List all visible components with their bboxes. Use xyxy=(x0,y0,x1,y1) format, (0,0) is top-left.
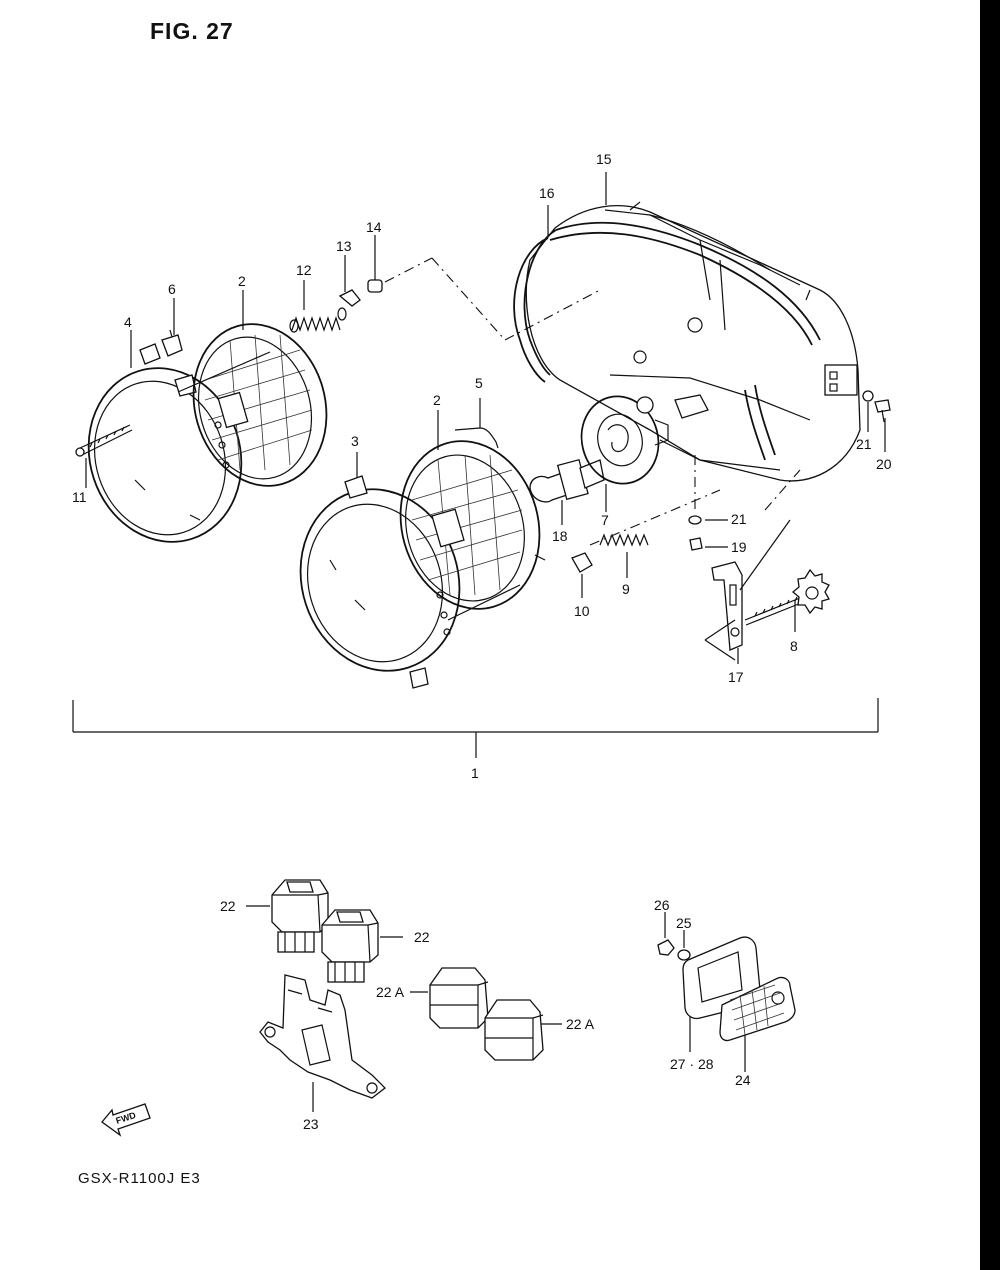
leader-lines xyxy=(72,172,886,1112)
callout-8: 8 xyxy=(790,638,798,654)
screw-6 xyxy=(161,329,183,357)
callout-26: 26 xyxy=(654,897,670,913)
callout-20: 20 xyxy=(876,456,892,472)
fwd-arrow-icon: FWD xyxy=(101,1103,151,1137)
model-label: GSX-R1100J E3 xyxy=(78,1170,201,1187)
bolt-19 xyxy=(689,537,703,551)
callout-11: 11 xyxy=(72,489,87,505)
callout-12: 12 xyxy=(296,262,312,278)
callout-2a: 2 xyxy=(238,273,246,289)
bolt-20 xyxy=(874,399,891,423)
spring-12 xyxy=(289,307,347,333)
callout-9: 9 xyxy=(622,581,630,597)
nut-14 xyxy=(367,279,383,293)
callout-14: 14 xyxy=(366,219,382,235)
callout-13: 13 xyxy=(336,238,352,254)
bulb-socket xyxy=(580,395,669,485)
relay-22a-left xyxy=(429,967,489,1029)
headlight-bulb xyxy=(529,458,605,503)
callout-15: 15 xyxy=(596,151,612,167)
bracket-17 xyxy=(711,561,743,651)
headlight-rim-center xyxy=(299,475,461,689)
callout-6: 6 xyxy=(168,281,176,297)
callout-18: 18 xyxy=(552,528,568,544)
long-screw-11 xyxy=(75,424,133,457)
callout-16: 16 xyxy=(539,185,555,201)
washer-21-lower xyxy=(688,515,702,525)
figure-title: FIG. 27 xyxy=(150,18,234,44)
callout-24: 24 xyxy=(735,1072,751,1088)
callout-7: 7 xyxy=(601,512,609,528)
relay-22-right xyxy=(321,909,379,983)
callout-21b: 21 xyxy=(731,511,747,527)
headlight-rim-seal xyxy=(513,221,821,461)
callout-1: 1 xyxy=(471,765,479,781)
callout-10: 10 xyxy=(574,603,590,619)
headlight-rim-left xyxy=(87,343,243,543)
callout-19: 19 xyxy=(731,539,747,555)
callout-21a: 21 xyxy=(856,436,872,452)
callout-22b: 22 xyxy=(414,929,430,945)
callout-27-28: 27 · 28 xyxy=(670,1056,714,1072)
callout-labels: 1 2 2 3 4 5 6 7 8 9 10 11 12 13 14 15 16… xyxy=(72,151,892,1132)
scan-edge-bar xyxy=(980,0,1000,1270)
callout-2b: 2 xyxy=(433,392,441,408)
callout-5: 5 xyxy=(475,375,483,391)
callout-25: 25 xyxy=(676,915,692,931)
spring-9 xyxy=(599,533,649,547)
adjuster-screw-8 xyxy=(744,568,830,626)
relay-22-left xyxy=(271,879,329,953)
callout-3: 3 xyxy=(351,433,359,449)
headlight-housing xyxy=(525,201,861,482)
washer-25 xyxy=(677,949,691,961)
reflector-lens-24 xyxy=(719,976,796,1042)
callout-22c: 22 A xyxy=(376,984,405,1000)
headlight-lens-left xyxy=(192,323,328,487)
headlight-lens-center xyxy=(399,440,546,610)
nut-26 xyxy=(657,939,675,956)
washer-21-upper xyxy=(862,390,874,402)
callout-23: 23 xyxy=(303,1116,319,1132)
relay-bracket-23 xyxy=(259,974,386,1099)
clip-13 xyxy=(338,289,361,307)
relay-22a-right xyxy=(484,999,544,1061)
clip-10 xyxy=(571,552,593,573)
callout-22a: 22 xyxy=(220,898,236,914)
callout-17: 17 xyxy=(728,669,744,685)
callout-22d: 22 A xyxy=(566,1016,595,1032)
callout-4: 4 xyxy=(124,314,132,330)
wire-clip-5 xyxy=(454,427,499,449)
